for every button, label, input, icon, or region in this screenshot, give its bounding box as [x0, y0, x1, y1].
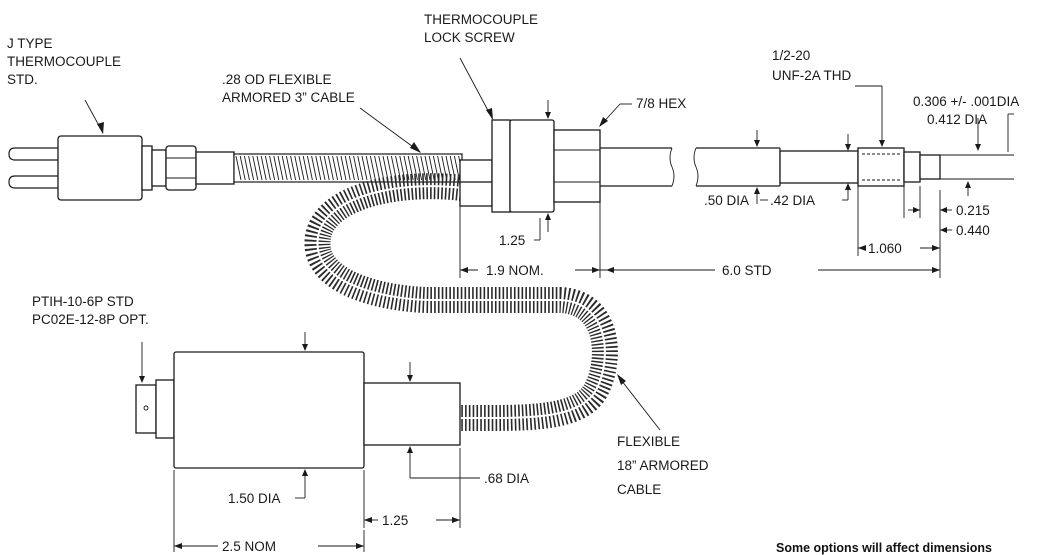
dim-0440-label: 0.440: [956, 223, 990, 238]
j-type-label-3: STD.: [7, 72, 38, 87]
long-cable-label-3: CABLE: [617, 482, 661, 497]
j-type-label-2: THERMOCOUPLE: [7, 54, 121, 69]
dim-0215-label: 0.215: [956, 203, 990, 218]
long-cable-label-1: FLEXIBLE: [617, 434, 680, 449]
short-armored-cable: [233, 153, 465, 183]
dia-042-label: .42 DIA: [770, 193, 815, 208]
dia-050-label: .50 DIA: [704, 193, 749, 208]
hex-label: 7/8 HEX: [636, 96, 686, 111]
electronics-housing: [135, 351, 461, 469]
dimension-lines: [84, 57, 1014, 552]
dim-1060-label: 1.060: [868, 241, 902, 256]
lock-screw-label-2: LOCK SCREW: [424, 30, 515, 45]
long-cable-label-2: 18” ARMORED: [617, 458, 709, 473]
short-cable-label-2: ARMORED 3” CABLE: [222, 90, 355, 105]
lock-screw-label-1: THERMOCOUPLE: [424, 12, 538, 27]
connector-label-2: PC02E-12-8P OPT.: [32, 312, 149, 327]
dia-068-label: .68 DIA: [484, 471, 529, 486]
tip-dia-label: 0.306 +/- .001DIA: [913, 94, 1019, 109]
j-type-label-1: J TYPE: [7, 36, 53, 51]
labels: J TYPE THERMOCOUPLE STD. .28 OD FLEXIBLE…: [7, 12, 1019, 555]
dim-125-bottom-label: 1.25: [382, 513, 408, 528]
footnote: Some options will affect dimensions: [776, 541, 992, 555]
dim-19-label: 1.9 NOM.: [486, 263, 544, 278]
thread-label-1: 1/2-20: [772, 48, 810, 63]
connector-label-1: PTIH-10-6P STD: [32, 294, 134, 309]
dim-25-label: 2.5 NOM: [222, 539, 276, 554]
thermocouple-plug: [8, 135, 235, 201]
long-armored-cable: [304, 173, 618, 431]
tip-dia-2-label: 0.412 DIA: [927, 112, 987, 127]
thread-label-2: UNF-2A THD: [772, 68, 852, 83]
dia-150-label: 1.50 DIA: [228, 491, 281, 506]
probe-stem: [693, 147, 941, 187]
short-cable-label-1: .28 OD FLEXIBLE: [222, 72, 332, 87]
dim-125-top-label: 1.25: [499, 233, 525, 248]
dim-60-label: 6.0 STD: [722, 263, 772, 278]
transducer-head: [459, 119, 675, 213]
